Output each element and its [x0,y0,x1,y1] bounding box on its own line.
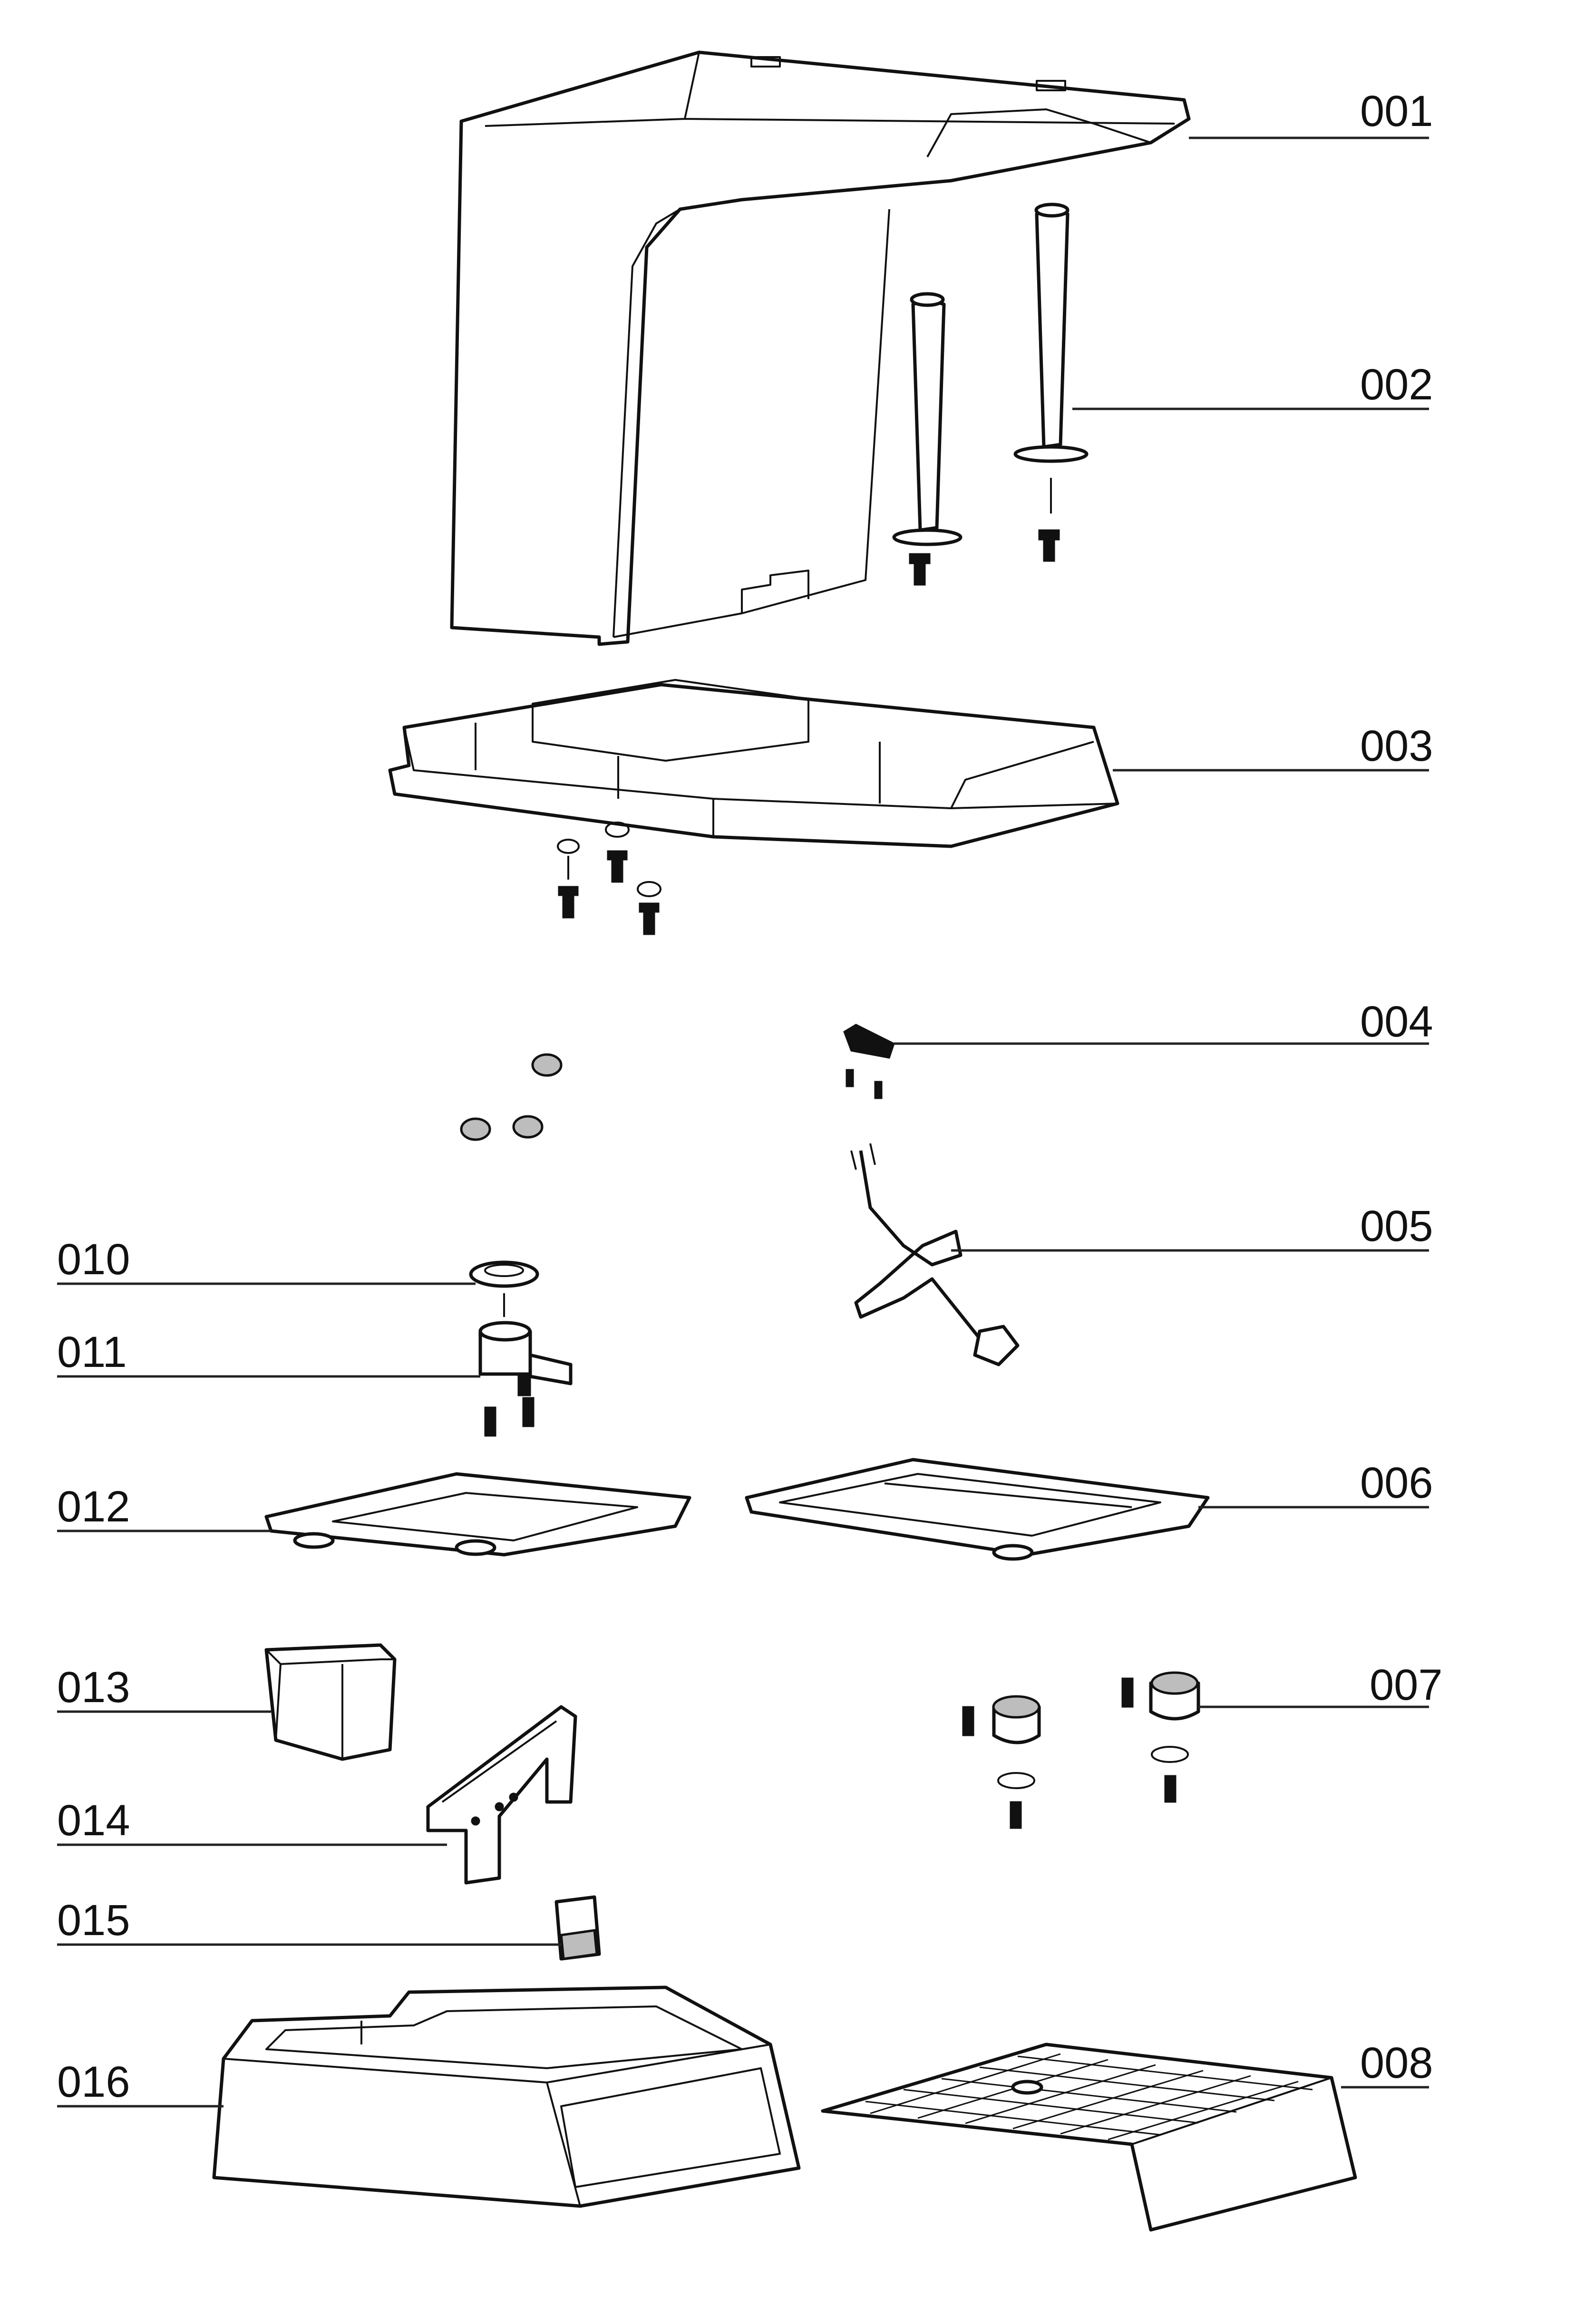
part-002-support-posts [892,203,1089,586]
base-screws [557,822,661,935]
part-010-seal-ring [469,1260,539,1317]
part-007-feet [962,1671,1200,1829]
part-011-valve [478,1321,573,1437]
part-014-mount-bracket [426,1705,577,1885]
connector-fittings [460,1053,563,1141]
label-008: 008 [1360,2039,1433,2087]
part-number-labels: 001 002 003 004 005 006 007 008 010 011 … [57,87,1443,2106]
part-013-container [264,1643,397,1761]
part-012-left-plate [264,1472,691,1557]
label-013: 013 [57,1663,130,1712]
leader-lines [57,136,1429,2108]
part-015-nozzle [554,1895,601,1961]
label-015: 015 [57,1896,130,1945]
label-011: 011 [57,1328,127,1376]
part-001-top-housing [450,50,1191,646]
label-004: 004 [1360,997,1433,1046]
label-016: 016 [57,2058,130,2106]
label-012: 012 [57,1482,130,1531]
label-006: 006 [1360,1459,1433,1507]
part-005-power-cord [850,1143,1020,1366]
label-007: 007 [1370,1661,1443,1709]
part-003-chassis-base [388,679,1119,848]
label-003: 003 [1360,722,1433,770]
part-016-drip-tray [212,1985,801,2208]
part-006-right-plate [745,1458,1210,1561]
label-001: 001 [1360,87,1433,136]
label-002: 002 [1360,360,1433,409]
label-014: 014 [57,1796,130,1845]
part-008-drip-grid [821,2043,1357,2232]
label-010: 010 [57,1235,130,1284]
part-004-bracket [843,1024,895,1099]
label-005: 005 [1360,1202,1433,1250]
